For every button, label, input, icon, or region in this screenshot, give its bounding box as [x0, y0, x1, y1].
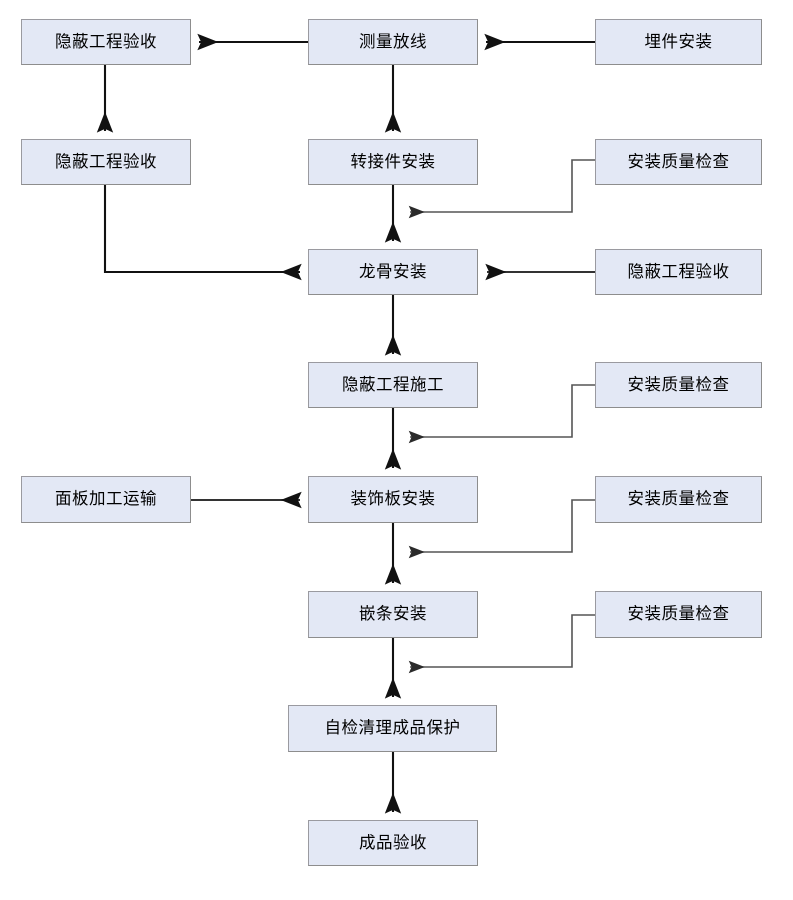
- node-label: 安装质量检查: [627, 375, 730, 394]
- node-longgu-anzhuang[interactable]: 龙骨安装: [308, 249, 478, 295]
- node-maijian-anzhuang[interactable]: 埋件安装: [595, 19, 762, 65]
- node-label: 嵌条安装: [359, 605, 427, 624]
- node-label: 成品验收: [359, 833, 427, 852]
- edge-yinbi2-to-longgu: [103, 185, 302, 281]
- node-label: 安装质量检查: [627, 605, 730, 624]
- node-mianban-jiagong-yunshu[interactable]: 面板加工运输: [21, 476, 191, 523]
- node-yinbi-gongcheng-shigong[interactable]: 隐蔽工程施工: [308, 362, 478, 408]
- node-yinbi-gongcheng-yanshou-3[interactable]: 隐蔽工程验收: [595, 249, 762, 295]
- node-label: 隐蔽工程验收: [55, 152, 157, 171]
- node-anzhuang-zhiliang-jiancha-1[interactable]: 安装质量检查: [595, 139, 762, 185]
- node-label: 安装质量检查: [627, 152, 730, 171]
- node-zijian-qingli-chengpin-baohu[interactable]: 自检清理成品保护: [288, 705, 497, 752]
- node-zhuangshiban-anzhuang[interactable]: 装饰板安装: [308, 476, 478, 523]
- node-yinbi-gongcheng-yanshou-1[interactable]: 隐蔽工程验收: [21, 19, 191, 65]
- node-yinbi-gongcheng-yanshou-2[interactable]: 隐蔽工程验收: [21, 139, 191, 185]
- node-anzhuang-zhiliang-jiancha-4[interactable]: 安装质量检查: [595, 591, 762, 638]
- node-label: 龙骨安装: [359, 262, 427, 281]
- node-label: 装饰板安装: [350, 490, 436, 509]
- node-label: 面板加工运输: [55, 490, 157, 509]
- node-label: 隐蔽工程验收: [55, 32, 157, 51]
- node-label: 埋件安装: [644, 32, 713, 51]
- node-chengpin-yanshou[interactable]: 成品验收: [308, 820, 478, 866]
- node-label: 转接件安装: [350, 152, 436, 171]
- node-anzhuang-zhiliang-jiancha-3[interactable]: 安装质量检查: [595, 476, 762, 523]
- node-label: 隐蔽工程施工: [342, 375, 444, 394]
- node-zhuanjiejian-anzhuang[interactable]: 转接件安装: [308, 139, 478, 185]
- node-anzhuang-zhiliang-jiancha-2[interactable]: 安装质量检查: [595, 362, 762, 408]
- node-label: 安装质量检查: [627, 490, 730, 509]
- node-qiantiao-anzhuang[interactable]: 嵌条安装: [308, 591, 478, 638]
- node-label: 测量放线: [359, 32, 427, 51]
- node-label: 自检清理成品保护: [324, 719, 461, 738]
- node-celiang-fangxian[interactable]: 测量放线: [308, 19, 478, 65]
- node-label: 隐蔽工程验收: [627, 262, 730, 281]
